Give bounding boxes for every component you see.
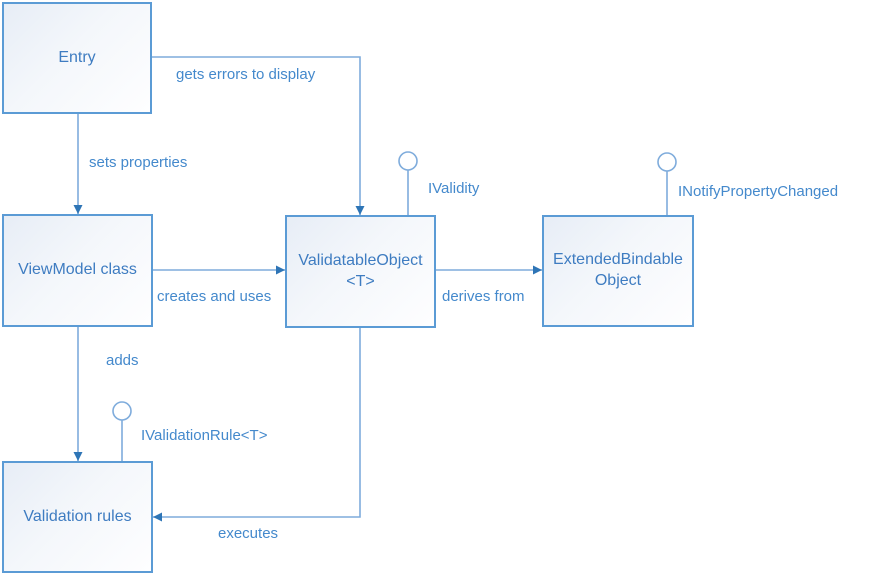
edge-gets-errors-line <box>152 56 365 215</box>
edge-derives-from-label: derives from <box>442 288 525 305</box>
node-validatable-object-label: ValidatableObject <T> <box>298 251 423 290</box>
edge-executes-line <box>153 328 361 522</box>
node-extended-bindable-object-label: ExtendedBindable Object <box>553 251 683 289</box>
edge-gets-errors-label: gets errors to display <box>176 66 316 83</box>
node-validation-rules: Validation rules <box>2 461 153 573</box>
interface-inotify-circle <box>657 152 677 172</box>
interface-ivalidity-circle <box>398 151 418 171</box>
edge-sets-properties-label: sets properties <box>89 154 188 171</box>
node-validation-rules-label: Validation rules <box>23 507 132 525</box>
node-entry-label: Entry <box>58 48 96 66</box>
edge-adds-label: adds <box>106 352 139 369</box>
node-validatable-object: ValidatableObject <T> <box>285 215 436 328</box>
interface-inotify-label: INotifyPropertyChanged <box>678 183 839 200</box>
interface-ivalrule-circle <box>112 401 132 421</box>
node-extended-bindable-object: ExtendedBindable Object <box>542 215 694 327</box>
edge-executes-label: executes <box>218 525 279 542</box>
interface-ivalrule-label: IValidationRule<T> <box>141 427 268 444</box>
interface-ivalidity-label: IValidity <box>428 180 480 197</box>
node-viewmodel-class: ViewModel class <box>2 214 153 327</box>
node-viewmodel-class-label: ViewModel class <box>18 261 137 279</box>
node-entry: Entry <box>2 2 152 114</box>
edge-creates-uses-label: creates and uses <box>157 288 272 305</box>
